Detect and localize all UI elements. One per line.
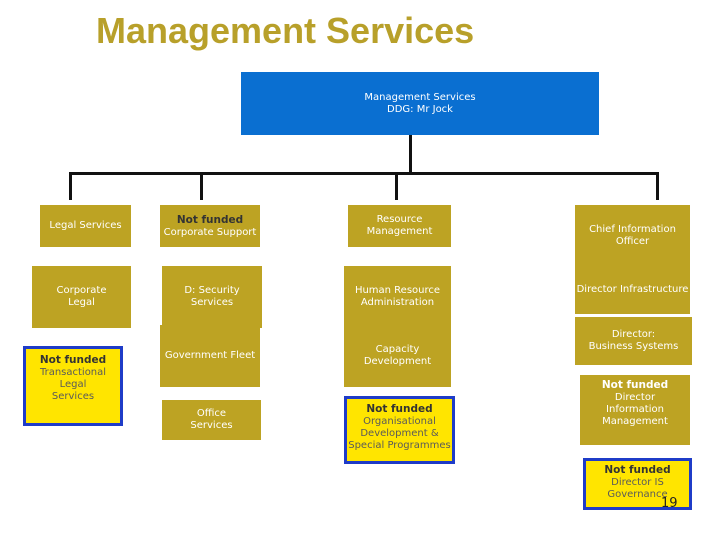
information-management-label: Director Information Management xyxy=(602,392,668,427)
cio-label: Chief Information Officer xyxy=(589,224,676,247)
not-funded-label: Not funded xyxy=(176,213,244,226)
transactional-legal-box: Not funded Transactional Legal Services xyxy=(23,346,123,426)
security-services-box: D: Security Services xyxy=(162,266,262,328)
top-box-line1: Management Services xyxy=(364,91,476,103)
legal-services-box: Legal Services xyxy=(40,205,131,247)
not-funded-label: Not funded xyxy=(366,403,433,415)
legal-services-label: Legal Services xyxy=(49,220,122,231)
top-box-line2: DDG: Mr Jock xyxy=(387,103,453,115)
not-funded-label: Not funded xyxy=(601,379,669,391)
director-infrastructure-label: Director Infrastructure xyxy=(576,284,689,295)
director-infrastructure-box: Director Infrastructure xyxy=(575,266,690,314)
corporate-legal-box: Corporate Legal xyxy=(32,266,131,328)
connector-horizontal xyxy=(69,172,659,175)
organisational-development-box: Not funded Organisational Development & … xyxy=(344,396,455,464)
connector-top-vertical xyxy=(409,134,412,174)
government-fleet-box: Government Fleet xyxy=(160,325,260,387)
hr-administration-label: Human Resource Administration xyxy=(354,285,441,308)
corporate-legal-label: Corporate Legal xyxy=(56,285,107,308)
capacity-development-label: Capacity Development xyxy=(363,344,432,367)
management-services-box: Management Services DDG: Mr Jock xyxy=(241,72,599,135)
not-funded-label: Not funded xyxy=(39,354,107,366)
connector-col2-drop xyxy=(200,172,203,200)
hr-administration-box: Human Resource Administration xyxy=(344,266,451,328)
office-services-label: Office Services xyxy=(190,408,233,431)
corporate-support-label: Corporate Support xyxy=(163,226,257,238)
office-services-box: Office Services xyxy=(162,400,261,440)
government-fleet-label: Government Fleet xyxy=(164,350,256,361)
page-title: Management Services xyxy=(96,10,475,51)
connector-col3-drop xyxy=(395,172,398,200)
corporate-support-box: Not funded Corporate Support xyxy=(160,205,260,247)
organisational-development-label: Organisational Development & Special Pro… xyxy=(348,416,451,451)
resource-management-box: Resource Management xyxy=(348,205,451,247)
business-systems-box: Director: Business Systems xyxy=(575,317,692,365)
not-funded-label: Not funded xyxy=(604,464,671,476)
connector-col4-drop xyxy=(656,172,659,200)
resource-management-label: Resource Management xyxy=(366,214,433,237)
is-governance-box: Not funded Director IS Governance xyxy=(583,458,692,510)
transactional-legal-label: Transactional Legal Services xyxy=(39,367,107,402)
cio-box: Chief Information Officer xyxy=(575,205,690,267)
information-management-box: Not funded Director Information Manageme… xyxy=(580,375,690,445)
connector-col1-drop xyxy=(69,172,72,200)
capacity-development-box: Capacity Development xyxy=(344,325,451,387)
business-systems-label: Director: Business Systems xyxy=(588,329,679,352)
page-number: 19 xyxy=(661,496,678,511)
security-services-label: D: Security Services xyxy=(184,285,240,308)
is-governance-label: Director IS Governance xyxy=(607,477,668,500)
